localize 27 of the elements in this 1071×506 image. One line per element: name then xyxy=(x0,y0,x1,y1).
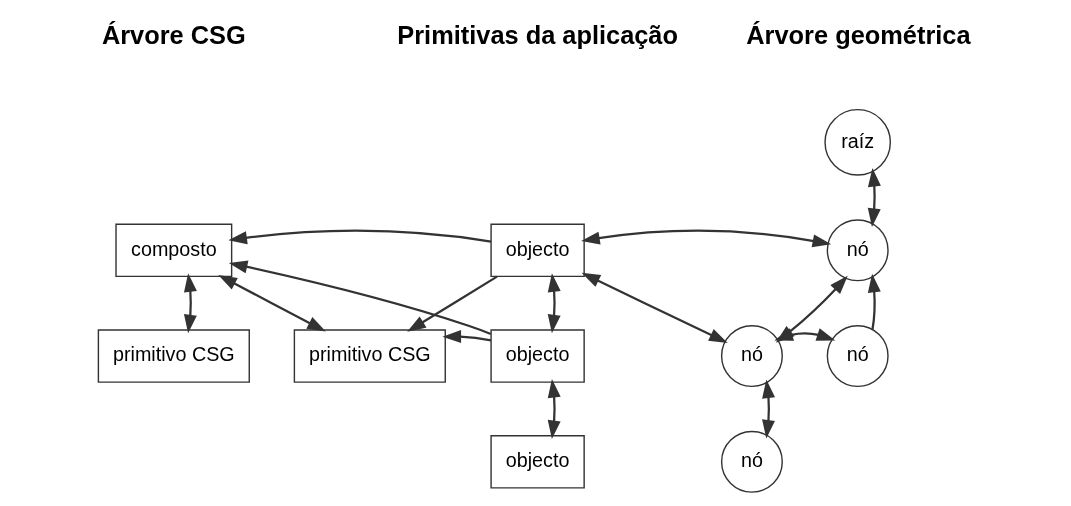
arrow xyxy=(867,273,881,330)
node-box: objecto xyxy=(490,435,585,489)
arrow xyxy=(183,273,197,334)
node-box: composto xyxy=(115,223,233,278)
arrow xyxy=(762,379,776,439)
arrow xyxy=(867,167,881,227)
node-box: objecto xyxy=(490,329,585,383)
node-box: objecto xyxy=(490,223,585,278)
arrow xyxy=(581,272,728,343)
arrow xyxy=(407,275,498,332)
node-box: primitivo CSG xyxy=(97,329,250,383)
node-box: primitivo CSG xyxy=(293,329,446,383)
arrow xyxy=(228,229,492,245)
node-circle: raíz xyxy=(824,108,892,176)
arrow xyxy=(547,273,561,334)
arrow xyxy=(218,275,326,332)
label: Árvore CSG xyxy=(101,21,246,50)
arrow xyxy=(442,330,492,344)
node-circle: nó xyxy=(826,325,889,388)
arrow xyxy=(228,260,492,335)
arrow xyxy=(547,378,561,440)
node-circle: nó xyxy=(720,430,783,493)
arrow xyxy=(581,229,832,248)
node-circle: nó xyxy=(720,325,783,388)
node-circle: nó xyxy=(826,219,889,282)
label: Primitivas da aplicação xyxy=(397,21,679,50)
label: Árvore geométrica xyxy=(746,21,971,50)
